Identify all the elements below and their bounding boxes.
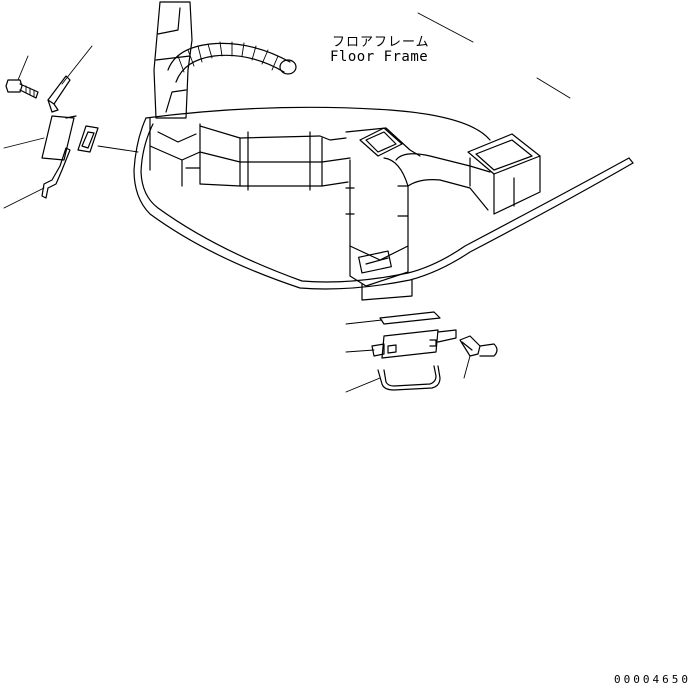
right-duct — [395, 133, 541, 215]
center-duct — [345, 157, 413, 301]
left-exploded-parts — [3, 45, 139, 209]
square-plate — [359, 127, 403, 157]
floor-frame-ref-lines — [417, 12, 571, 99]
right-exploded-parts — [345, 311, 498, 393]
flex-hose — [167, 41, 297, 83]
floor-frame-label-en: Floor Frame — [330, 49, 429, 65]
vertical-duct — [149, 1, 201, 187]
floor-frame-label-jp: フロアフレーム — [332, 35, 430, 50]
drawing-number: 00004650 — [614, 673, 691, 686]
floor-frame-outline — [133, 106, 634, 290]
horizontal-duct — [185, 125, 421, 191]
